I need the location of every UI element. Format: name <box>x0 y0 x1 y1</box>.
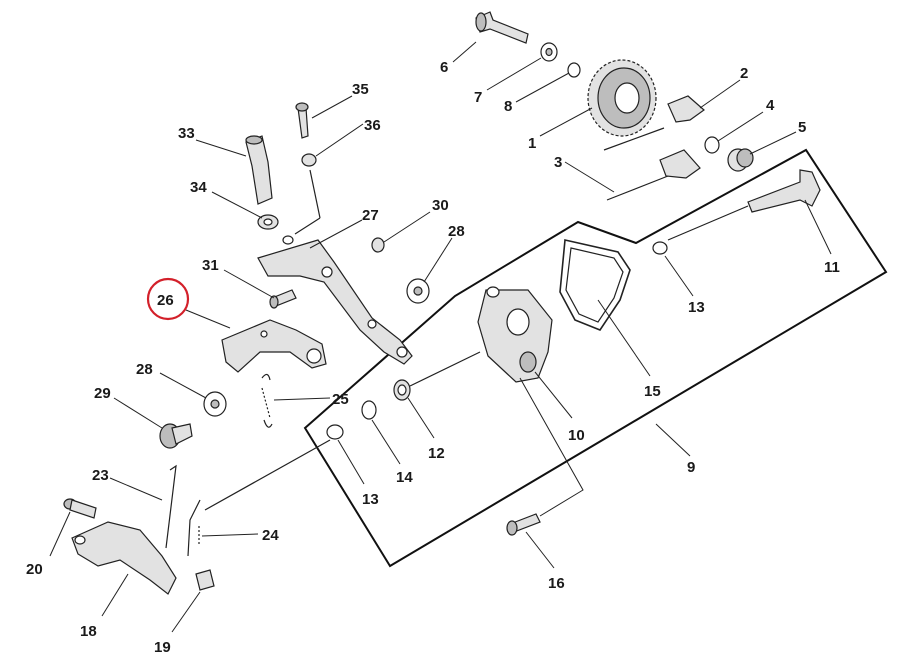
callout-12: 12 <box>428 445 445 462</box>
part-spring-25 <box>261 373 273 428</box>
callout-23: 23 <box>92 467 109 484</box>
callout-3: 3 <box>554 154 562 171</box>
callout-36: 36 <box>364 117 381 134</box>
callout-30: 30 <box>432 197 449 214</box>
callout-24: 24 <box>262 527 279 544</box>
callout-4: 4 <box>766 97 775 114</box>
part-knob <box>159 423 193 449</box>
callout-1: 1 <box>528 135 536 152</box>
callout-20: 20 <box>26 561 43 578</box>
assembly-boundary-outline <box>303 148 888 568</box>
callout-31: 31 <box>202 257 219 274</box>
part-link-sleeve <box>245 135 273 205</box>
leader-lines <box>49 41 832 633</box>
part-spring-24 <box>187 499 201 557</box>
part-bushing <box>727 148 754 172</box>
callout-35: 35 <box>352 81 369 98</box>
callout-18: 18 <box>80 623 97 640</box>
callout-28-top: 28 <box>448 223 465 240</box>
callout-labels: 6 7 8 1 2 3 4 5 11 13 15 10 12 14 13 9 1… <box>26 59 840 656</box>
part-nut-36 <box>301 153 317 167</box>
callout-16: 16 <box>548 575 565 592</box>
part-speed-control-bracket <box>221 319 327 373</box>
part-control-bracket <box>71 521 177 595</box>
callout-15: 15 <box>644 383 661 400</box>
callout-5: 5 <box>798 119 806 136</box>
part-gear <box>587 59 657 137</box>
part-governor-shaft <box>747 169 821 213</box>
part-governor-arm <box>667 95 705 123</box>
callout-19: 19 <box>154 639 171 656</box>
callout-2: 2 <box>740 65 748 82</box>
part-screw-20 <box>63 498 97 519</box>
part-housing <box>477 286 553 383</box>
callout-11: 11 <box>824 259 840 276</box>
part-screw-35 <box>295 102 309 139</box>
callout-13-top: 13 <box>688 299 705 316</box>
callout-6: 6 <box>440 59 448 76</box>
callout-33: 33 <box>178 125 195 142</box>
part-clip-nut <box>195 569 215 591</box>
callout-13-bottom: 13 <box>362 491 379 508</box>
part-small-washer <box>567 62 581 78</box>
callout-28-bottom: 28 <box>136 361 153 378</box>
part-washer-14 <box>361 400 377 420</box>
callout-25: 25 <box>332 391 349 408</box>
part-gasket <box>559 239 631 331</box>
callout-14: 14 <box>396 469 413 486</box>
callout-26: 26 <box>157 292 174 309</box>
part-washer-4 <box>704 136 720 154</box>
callout-8: 8 <box>504 98 512 115</box>
part-link-rod <box>165 464 177 549</box>
highlight-circle <box>146 277 190 321</box>
callout-29: 29 <box>94 385 111 402</box>
part-shaft <box>475 11 529 44</box>
callout-27: 27 <box>362 207 379 224</box>
callout-10: 10 <box>568 427 585 444</box>
callout-7: 7 <box>474 89 482 106</box>
callout-34: 34 <box>190 179 207 196</box>
part-governor-lever <box>257 235 413 365</box>
part-nut-30 <box>371 237 385 253</box>
callout-9: 9 <box>687 459 695 476</box>
part-bolt <box>506 513 541 536</box>
